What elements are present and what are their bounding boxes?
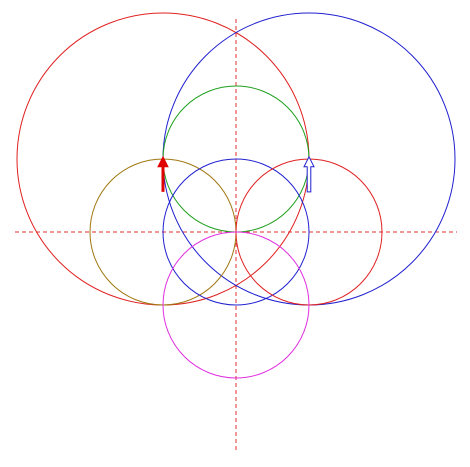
red-arrow [157, 155, 169, 192]
blue-arrow [303, 155, 315, 193]
blue-arrow-outline [303, 155, 315, 193]
magenta-circle [162, 231, 310, 379]
red-arrow-head [157, 155, 169, 168]
small-blue-circle [162, 158, 310, 306]
arrows-layer [157, 155, 315, 193]
